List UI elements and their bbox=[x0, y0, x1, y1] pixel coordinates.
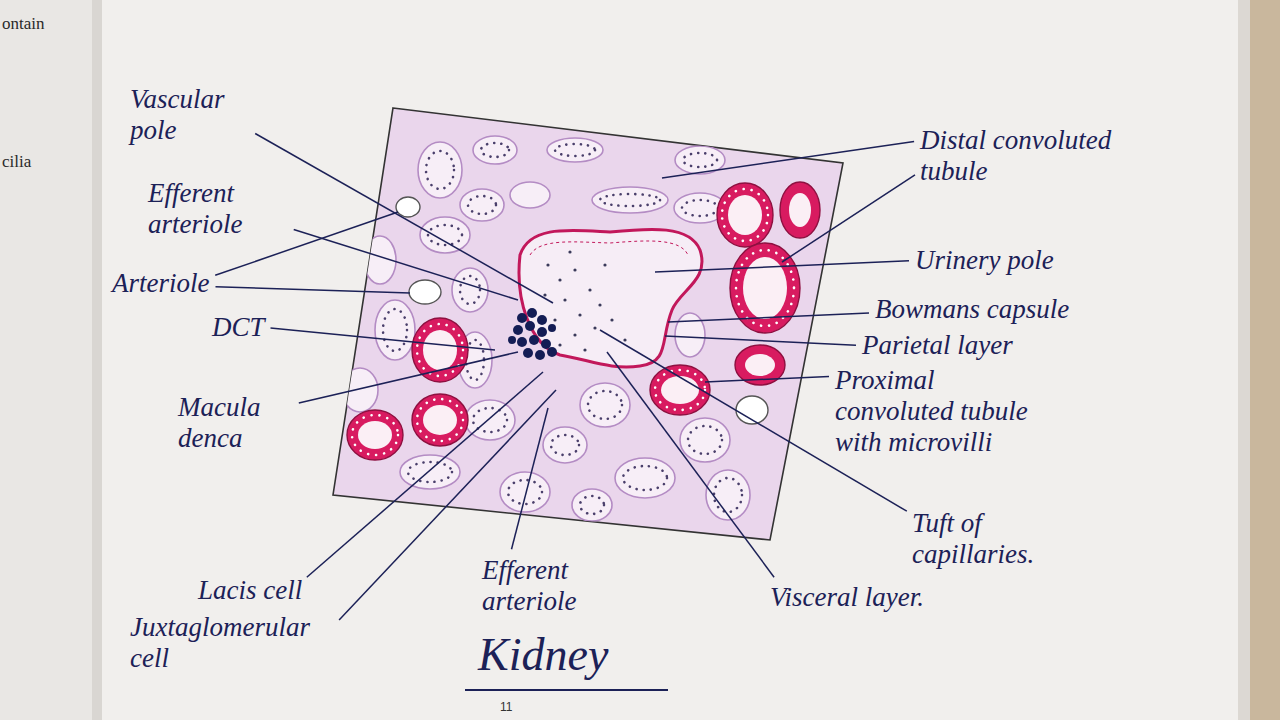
part-label: Tuft of capillaries. bbox=[912, 508, 1042, 570]
leader-line bbox=[255, 134, 553, 304]
book-text-fragment: cilia bbox=[2, 152, 31, 172]
leader-line bbox=[665, 336, 856, 345]
part-label: Arteriole bbox=[112, 268, 209, 299]
leader-line bbox=[662, 141, 914, 178]
leader-line bbox=[339, 390, 556, 620]
part-label: Distal convoluted tubule bbox=[920, 125, 1140, 187]
leader-line bbox=[607, 352, 774, 577]
leader-line bbox=[299, 352, 518, 403]
part-label: Bowmans capsule bbox=[875, 294, 1069, 325]
leader-line bbox=[705, 376, 829, 382]
leader-line bbox=[668, 313, 869, 322]
part-label: Parietal layer bbox=[862, 330, 1013, 361]
leader-line bbox=[782, 175, 915, 262]
part-label: Visceral layer. bbox=[770, 582, 924, 613]
leader-line bbox=[294, 230, 518, 301]
part-label: Juxtaglomerular cell bbox=[130, 612, 335, 674]
figure-caption: Kidney bbox=[478, 628, 608, 681]
part-label: Lacis cell bbox=[198, 575, 302, 606]
part-label: Macula denca bbox=[178, 392, 293, 454]
leader-line bbox=[512, 408, 549, 549]
part-label: Vascular pole bbox=[130, 84, 250, 146]
leader-line bbox=[655, 261, 909, 272]
leader-line bbox=[216, 287, 411, 293]
part-label: Proximal convoluted tubule with microvil… bbox=[835, 365, 1035, 458]
leader-line bbox=[307, 372, 543, 577]
page-number: 11 bbox=[500, 700, 512, 714]
part-label: Urinery pole bbox=[915, 245, 1054, 276]
book-text-fragment: ontain bbox=[2, 14, 45, 34]
part-label: Efferent arteriole bbox=[148, 178, 288, 240]
part-label: Efferent arteriole bbox=[482, 555, 622, 617]
leader-line bbox=[215, 212, 398, 275]
part-label: DCT bbox=[212, 312, 265, 343]
leader-line bbox=[271, 328, 496, 350]
